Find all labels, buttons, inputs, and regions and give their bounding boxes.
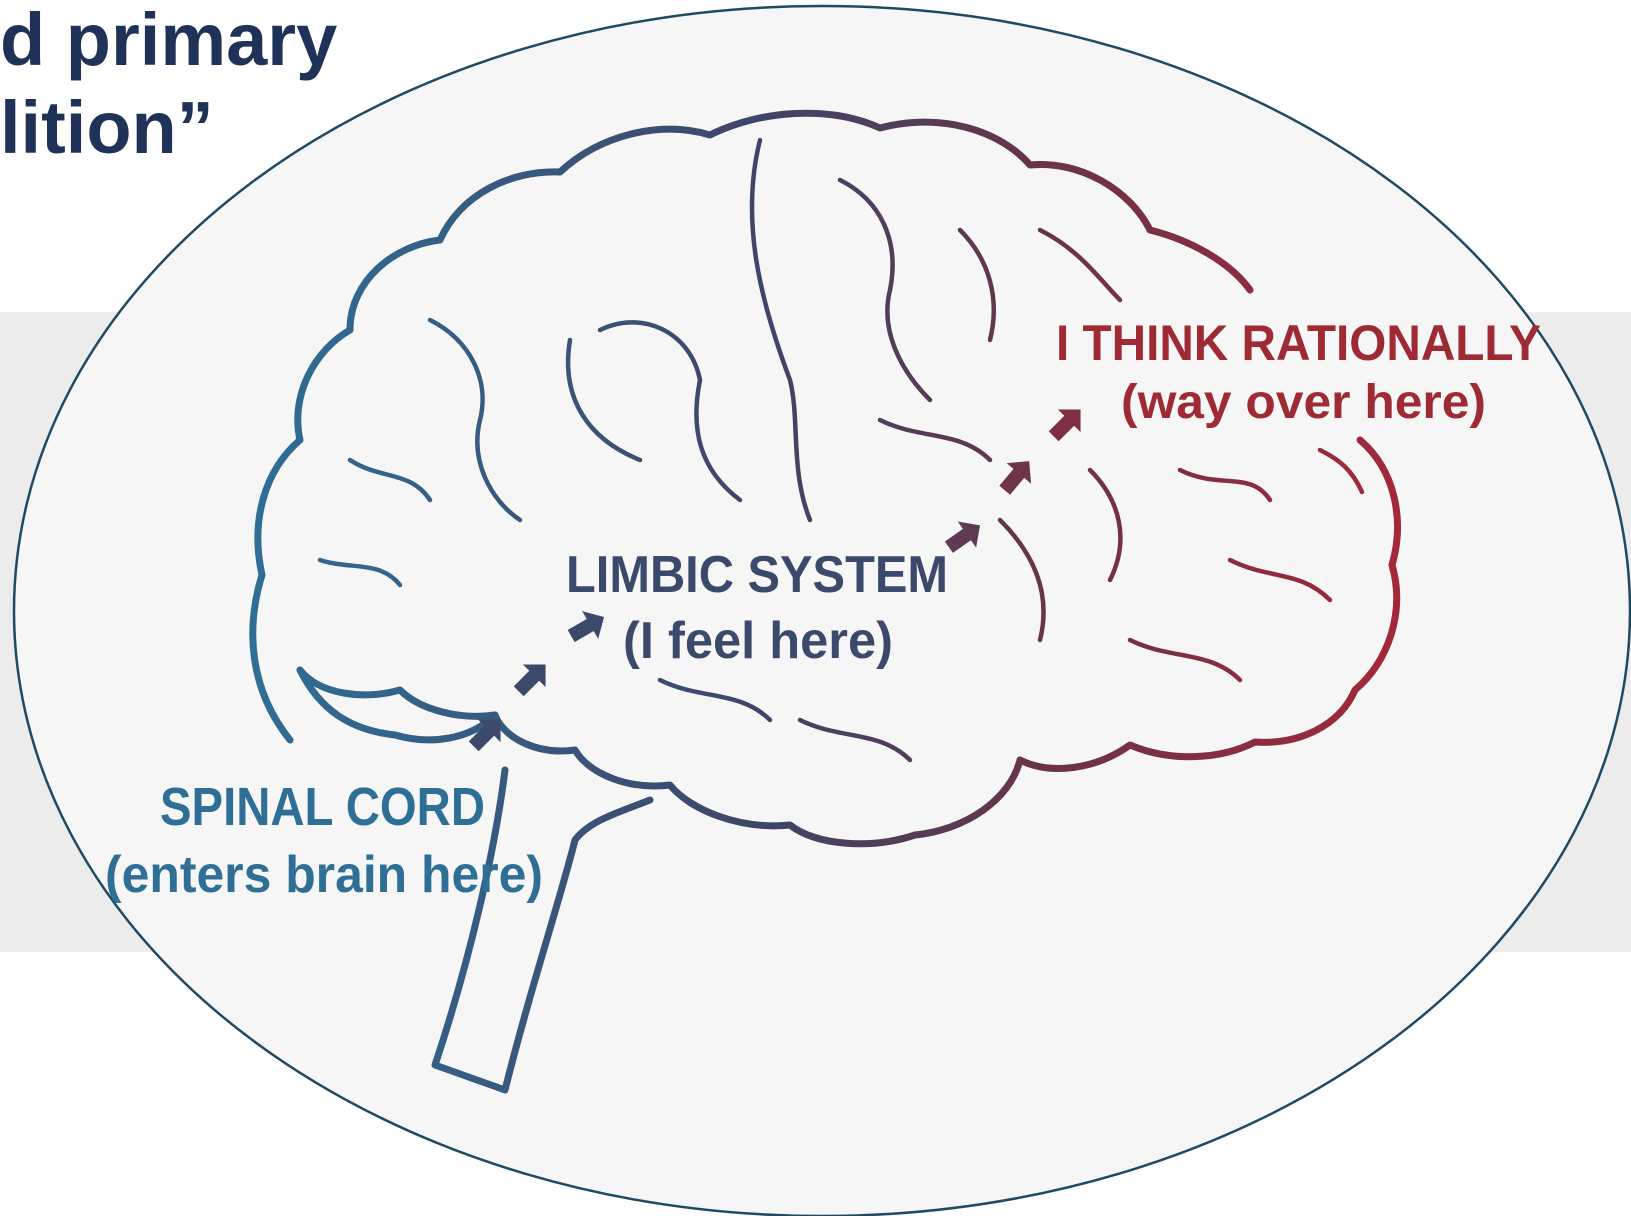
label-rational-subtitle: (way over here) — [1121, 376, 1486, 429]
label-limbic-title: LIMBIC SYSTEM — [566, 546, 948, 604]
label-spinal-title: SPINAL CORD — [160, 777, 485, 837]
label-rational-title: I THINK RATIONALLY — [1056, 315, 1541, 371]
label-limbic-subtitle: (I feel here) — [623, 612, 893, 670]
label-spinal-subtitle: (enters brain here) — [105, 846, 543, 904]
